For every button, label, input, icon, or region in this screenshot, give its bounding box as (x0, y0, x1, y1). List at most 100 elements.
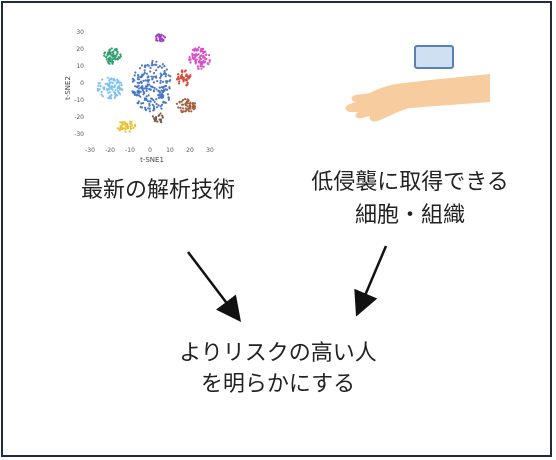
scatter-point (142, 79, 145, 82)
scatter-point (97, 84, 100, 87)
x-tick-label: -20 (105, 147, 115, 154)
scatter-point (197, 46, 200, 49)
scatter-point (157, 89, 160, 92)
scatter-point (102, 88, 106, 91)
scatter-point (191, 105, 194, 108)
scatter-point (149, 85, 152, 88)
scatter-point (175, 102, 178, 105)
scatter-point (194, 58, 197, 61)
scatter-point (106, 89, 109, 92)
scatter-point (166, 80, 169, 83)
scatter-point (155, 35, 158, 38)
scatter-point (110, 81, 113, 84)
scatter-point (105, 58, 108, 61)
scatter-point (108, 91, 112, 94)
scatter-point (148, 102, 151, 105)
scatter-point (202, 55, 205, 58)
y-tick-label: 20 (76, 46, 84, 53)
scatter-point (111, 51, 114, 54)
scatter-point (159, 76, 162, 79)
scatter-point (192, 107, 195, 110)
scatter-point (145, 72, 149, 75)
scatter-point (119, 53, 122, 56)
scatter-point (167, 74, 170, 77)
scatter-point (149, 66, 152, 69)
scatter-point (204, 60, 207, 63)
scatter-point (117, 57, 120, 60)
scatter-point (116, 51, 119, 54)
scatter-point (105, 55, 108, 59)
scatter-point (142, 93, 145, 96)
y-axis-label: t-SNE2 (64, 76, 72, 100)
scatter-point (180, 100, 183, 103)
scatter-point (114, 56, 117, 59)
scatter-point (126, 127, 129, 130)
right-caption-line1: 低侵襲に取得できる (311, 170, 509, 195)
scatter-point (141, 87, 144, 90)
scatter-point (155, 98, 158, 101)
scatter-point (149, 100, 152, 103)
scatter-point (96, 87, 99, 91)
scatter-point (103, 52, 106, 55)
scatter-point (115, 82, 118, 85)
scatter-point (118, 81, 121, 84)
scatter-point (178, 82, 181, 85)
scatter-point (125, 124, 128, 127)
scatter-point (162, 35, 165, 38)
scatter-point (139, 90, 142, 93)
scatter-point (158, 36, 161, 39)
scatter-point (159, 105, 162, 108)
scatter-point (117, 90, 120, 93)
scatter-point (110, 47, 113, 50)
scatter-point (145, 97, 148, 101)
scatter-point (186, 108, 189, 111)
scatter-point (140, 102, 143, 105)
scatter-point (160, 103, 164, 106)
scatter-point (208, 54, 211, 57)
scatter-point (148, 87, 151, 91)
scatter-point (133, 74, 136, 77)
scatter-point (137, 89, 140, 92)
scatter-point (182, 110, 185, 113)
x-tick-label: 30 (206, 147, 214, 154)
scatter-point (164, 72, 167, 76)
scatter-point (147, 75, 150, 78)
scatter-point (143, 65, 147, 68)
scatter-point (102, 86, 105, 89)
scatter-point (196, 48, 199, 51)
scatter-point (168, 80, 171, 83)
scatter-point (107, 59, 111, 63)
scatter-point (134, 71, 137, 74)
scatter-point (166, 93, 170, 96)
scatter-point (161, 39, 165, 42)
scatter-point (126, 122, 129, 126)
scatter-point (187, 75, 190, 78)
scatter-point (199, 55, 202, 58)
scatter-point (144, 106, 147, 109)
scatter-point (203, 57, 207, 60)
right-caption-line2: 細胞・組織 (354, 203, 465, 228)
scatter-point (132, 90, 136, 93)
scatter-point (139, 95, 142, 98)
scatter-point (109, 57, 112, 60)
scatter-point (106, 76, 109, 79)
scatter-point (107, 62, 110, 65)
scatter-point (152, 81, 156, 84)
scatter-point (137, 100, 140, 103)
scatter-point (159, 72, 162, 75)
scatter-point (120, 126, 124, 129)
scatter-point (151, 61, 154, 65)
scatter-point (132, 126, 135, 129)
scatter-point (155, 75, 158, 78)
arm-illustration (345, 45, 490, 122)
scatter-point (144, 79, 147, 82)
scatter-point (108, 49, 111, 52)
scatter-point (114, 92, 117, 95)
scatter-point (181, 103, 184, 106)
scatter-point (200, 67, 203, 70)
scatter-point (176, 77, 179, 80)
scatter-point (111, 88, 114, 91)
scatter-point (99, 85, 102, 88)
scatter-point (122, 127, 125, 130)
